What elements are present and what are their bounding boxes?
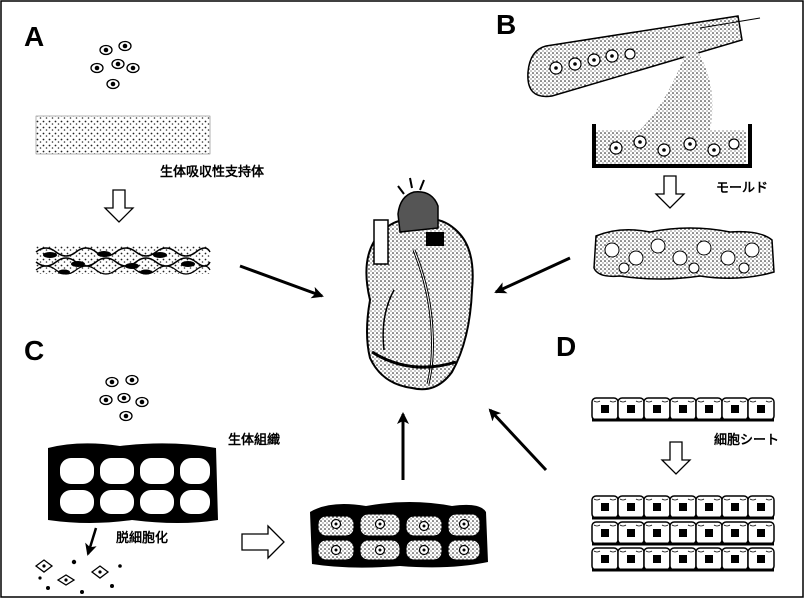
panel-c-letter: C (24, 335, 44, 366)
mold-container (594, 124, 750, 166)
label-native-tissue: 生体組織 (228, 432, 280, 448)
panel-a-letter: A (24, 21, 44, 52)
panel-d-letter: D (556, 331, 576, 362)
seeded-scaffold-layer (36, 246, 210, 275)
stacked-cell-sheets (592, 496, 774, 570)
label-cell-sheet: 細胞シート (714, 432, 779, 448)
recellularized-tissue (310, 502, 488, 568)
panel-b-letter: B (496, 9, 516, 40)
molded-tissue (594, 228, 774, 279)
label-mold: モールド (716, 181, 768, 196)
label-decellularization: 脱細胞化 (116, 530, 168, 546)
scaffold-block (36, 116, 210, 154)
native-tissue (48, 443, 218, 523)
label-bioabsorbable-scaffold: 生体吸収性支持体 (160, 164, 265, 180)
single-cell-sheet (592, 398, 774, 420)
